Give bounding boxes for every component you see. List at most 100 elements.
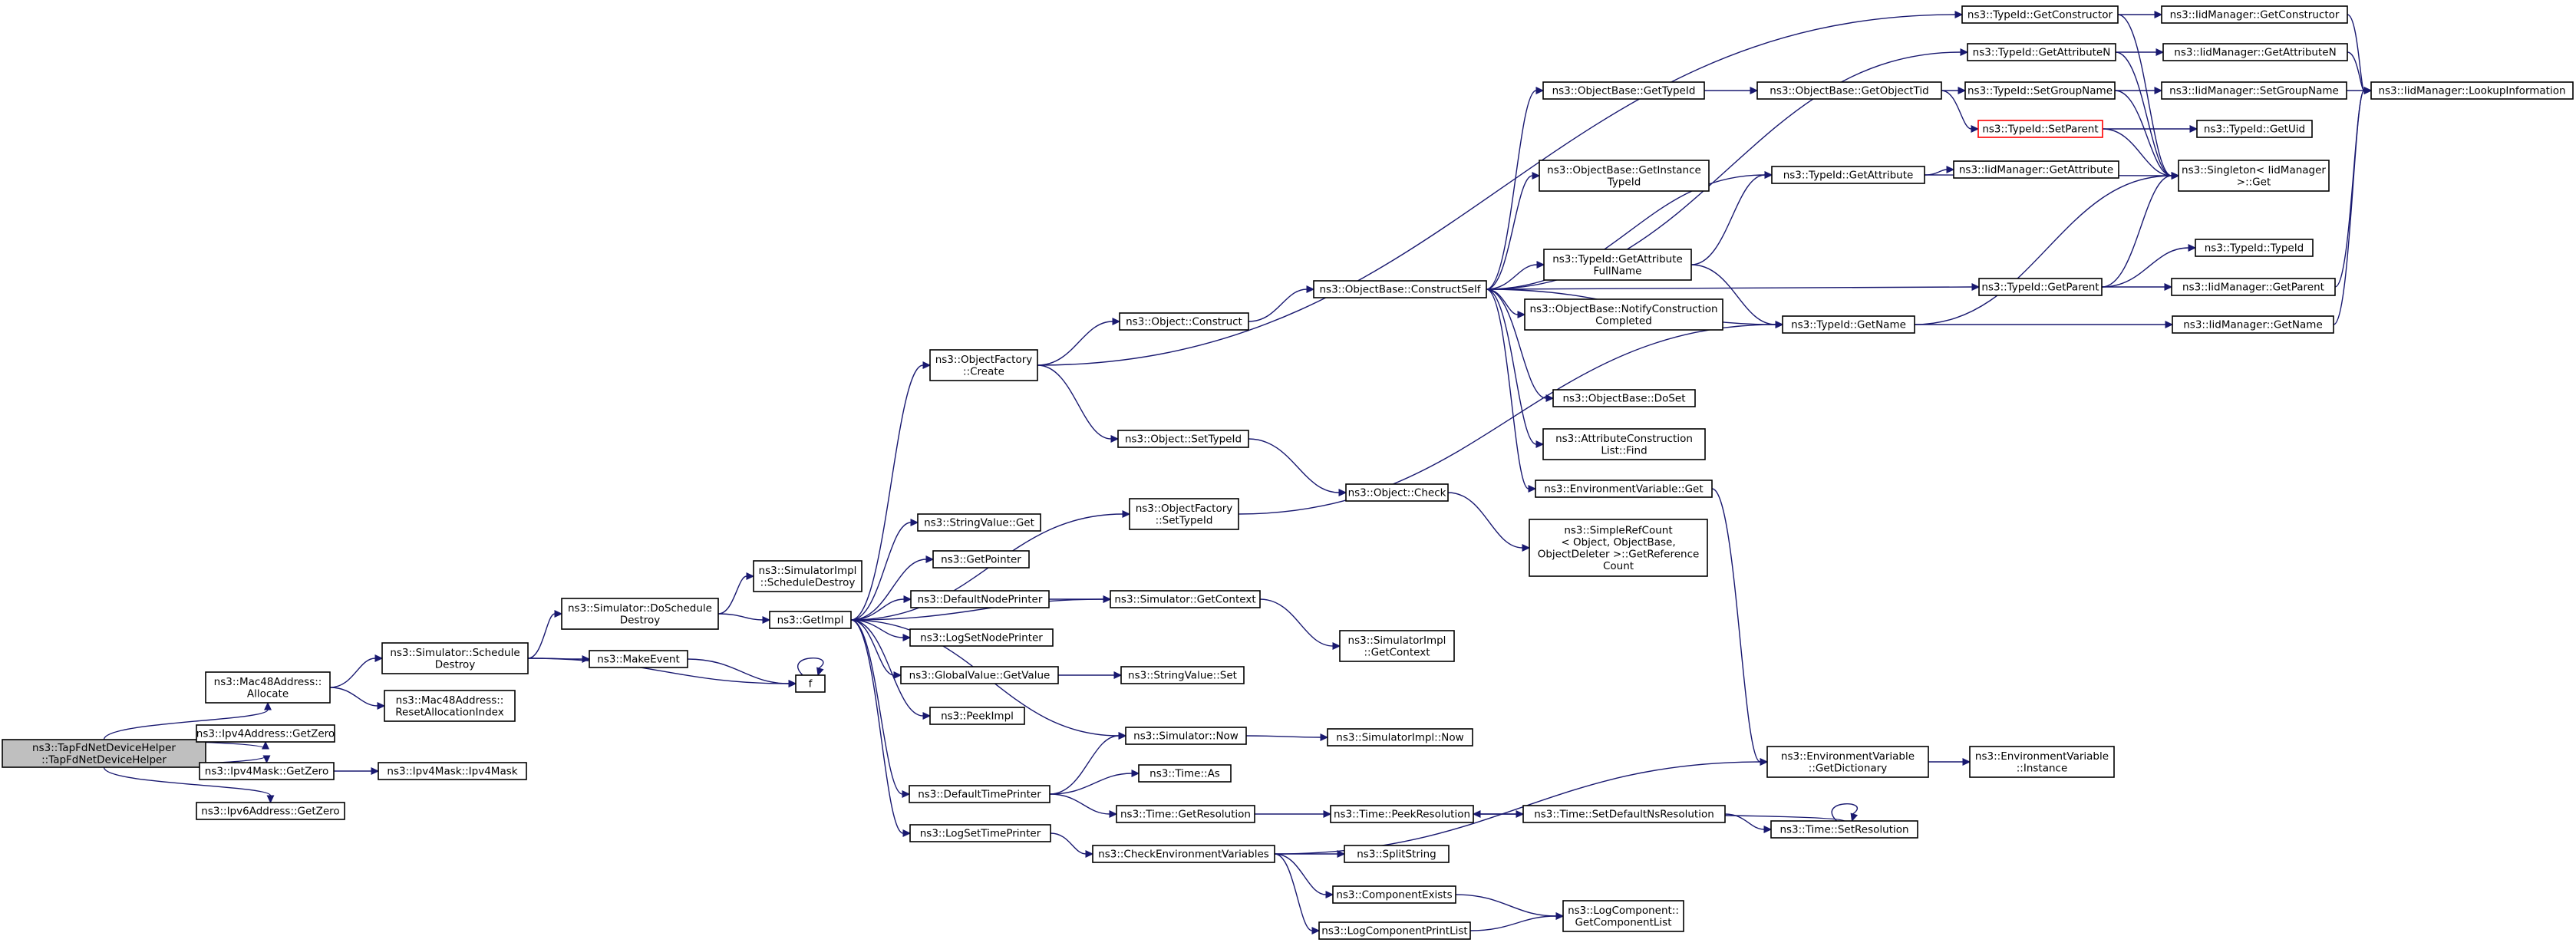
node-obase-construct-self[interactable]: ns3::ObjectBase::ConstructSelf — [1313, 280, 1487, 298]
node-typeid-get-uid[interactable]: ns3::TypeId::GetUid — [2196, 120, 2313, 138]
node-box — [1327, 728, 1473, 747]
node-iidm-get-attribute-n[interactable]: ns3::IidManager::GetAttributeN — [2162, 43, 2348, 61]
node-iidm-set-group-name[interactable]: ns3::IidManager::SetGroupName — [2161, 81, 2347, 100]
node-stringvalue-set[interactable]: ns3::StringValue::Set — [1120, 666, 1245, 684]
node-simimpl-schedule-destroy[interactable]: ns3::SimulatorImpl::ScheduleDestroy — [753, 560, 863, 592]
node-label: ns3::DefaultNodePrinter — [918, 594, 1043, 606]
node-sim-get-context[interactable]: ns3::Simulator::GetContext — [1110, 590, 1261, 608]
node-obase-get-typeid[interactable]: ns3::ObjectBase::GetTypeId — [1542, 81, 1705, 100]
node-box — [1129, 498, 1239, 530]
node-get-pointer[interactable]: ns3::GetPointer — [932, 550, 1030, 569]
arrowhead — [1760, 758, 1769, 766]
node-typeid-get-name[interactable]: ns3::TypeId::GetName — [1782, 315, 1915, 334]
node-mac-alloc[interactable]: ns3::Mac48Address::Allocate — [205, 671, 331, 704]
node-check-env-vars[interactable]: ns3::CheckEnvironmentVariables — [1092, 845, 1275, 863]
node-component-exists[interactable]: ns3::ComponentExists — [1332, 885, 1456, 904]
node-stringvalue-get[interactable]: ns3::StringValue::Get — [917, 513, 1041, 532]
node-box — [2161, 5, 2348, 24]
node-iidm-lookup[interactable]: ns3::IidManager::LookupInformation — [2370, 81, 2574, 100]
node-time-get-resolution[interactable]: ns3::Time::GetResolution — [1116, 805, 1255, 823]
edge-line — [1049, 773, 1133, 795]
node-peek-impl[interactable]: ns3::PeekImpl — [929, 707, 1025, 725]
node-log-set-time-printer[interactable]: ns3::LogSetTimePrinter — [909, 824, 1051, 842]
node-label: ns3::PeekImpl — [941, 710, 1014, 723]
node-time-set-default-ns[interactable]: ns3::Time::SetDefaultNsResolution — [1522, 805, 1726, 823]
node-obj-set-typeid[interactable]: ns3::Object::SetTypeId — [1117, 430, 1249, 448]
node-ipv4mask-zero[interactable]: ns3::Ipv4Mask::GetZero — [199, 762, 335, 780]
node-simimpl-now[interactable]: ns3::SimulatorImpl::Now — [1327, 728, 1473, 747]
node-label: ns3::SimulatorImpl — [1348, 635, 1446, 647]
edge-line — [2114, 90, 2172, 176]
node-typeid-get-attribute[interactable]: ns3::TypeId::GetAttribute — [1771, 166, 1925, 184]
arrowhead — [1338, 489, 1347, 496]
node-gv-get-value[interactable]: ns3::GlobalValue::GetValue — [900, 666, 1059, 684]
node-log-component-print-list[interactable]: ns3::LogComponentPrintList — [1318, 921, 1471, 940]
node-typeid-get-attribute-n[interactable]: ns3::TypeId::GetAttributeN — [1967, 43, 2116, 61]
node-label: ns3::SimpleRefCount — [1564, 524, 1672, 536]
arrowhead — [746, 572, 755, 580]
node-singleton-get[interactable]: ns3::Singleton< IidManager>::Get — [2178, 160, 2330, 192]
node-typeid-set-group-name[interactable]: ns3::TypeId::SetGroupName — [1964, 81, 2116, 100]
node-box — [1345, 483, 1449, 502]
node-box — [1539, 160, 1710, 192]
node-mac-reset[interactable]: ns3::Mac48Address::ResetAllocationIndex — [384, 690, 516, 722]
edge-line — [527, 613, 556, 659]
node-obj-construct[interactable]: ns3::Object::Construct — [1119, 312, 1249, 331]
node-f[interactable]: f — [795, 674, 826, 693]
arrowhead — [2154, 87, 2163, 94]
node-default-time-printer[interactable]: ns3::DefaultTimePrinter — [909, 785, 1051, 803]
node-label: ns3::StringValue::Get — [924, 517, 1034, 529]
node-sim-schedule-destroy[interactable]: ns3::Simulator::ScheduleDestroy — [381, 642, 529, 674]
node-obase-doset[interactable]: ns3::ObjectBase::DoSet — [1552, 389, 1696, 407]
node-time-peek-resolution[interactable]: ns3::Time::PeekResolution — [1330, 805, 1474, 823]
node-simimpl-get-context[interactable]: ns3::SimulatorImpl::GetContext — [1339, 630, 1455, 662]
edge-sim-do-schedule-destroy-to-simimpl-schedule-destroy — [717, 572, 755, 615]
node-time-as[interactable]: ns3::Time::As — [1138, 764, 1232, 783]
node-env-var-instance[interactable]: ns3::EnvironmentVariable::Instance — [1969, 746, 2115, 778]
node-iidm-get-parent[interactable]: ns3::IidManager::GetParent — [2171, 278, 2336, 296]
edge-sim-schedule-destroy-to-sim-do-schedule-destroy — [527, 610, 563, 659]
node-root[interactable]: ns3::TapFdNetDeviceHelper::TapFdNetDevic… — [2, 739, 206, 768]
node-iidm-get-name[interactable]: ns3::IidManager::GetName — [2172, 315, 2334, 334]
node-of-set-typeid[interactable]: ns3::ObjectFactory::SetTypeId — [1129, 498, 1239, 530]
node-ipv6addr-zero[interactable]: ns3::Ipv6Address::GetZero — [196, 802, 345, 820]
node-env-var-get[interactable]: ns3::EnvironmentVariable::Get — [1535, 480, 1713, 498]
node-split-string[interactable]: ns3::SplitString — [1344, 845, 1450, 863]
node-env-var-get-dictionary[interactable]: ns3::EnvironmentVariable::GetDictionary — [1766, 746, 1929, 778]
node-typeid-set-parent[interactable]: ns3::TypeId::SetParent — [1977, 120, 2103, 138]
node-make-event[interactable]: ns3::MakeEvent — [589, 650, 688, 668]
node-object-check[interactable]: ns3::Object::Check — [1345, 483, 1449, 502]
node-ipv4mask-ctor[interactable]: ns3::Ipv4Mask::Ipv4Mask — [378, 762, 527, 780]
node-typeid-get-parent[interactable]: ns3::TypeId::GetParent — [1978, 278, 2103, 296]
node-time-set-resolution[interactable]: ns3::Time::SetResolution — [1770, 820, 1918, 839]
node-box — [1552, 389, 1696, 407]
node-log-set-node-printer[interactable]: ns3::LogSetNodePrinter — [909, 628, 1054, 647]
node-ipv4addr-zero[interactable]: ns3::Ipv4Address::GetZero — [196, 724, 335, 743]
node-simple-ref-count[interactable]: ns3::SimpleRefCount< Object, ObjectBase,… — [1529, 519, 1708, 577]
node-default-node-printer[interactable]: ns3::DefaultNodePrinter — [910, 590, 1050, 608]
arrowhead — [2188, 244, 2197, 252]
node-log-component-get-list[interactable]: ns3::LogComponent::GetComponentList — [1562, 900, 1684, 932]
node-label: ns3::Simulator::Schedule — [390, 647, 519, 659]
node-get-impl[interactable]: ns3::GetImpl — [769, 611, 852, 629]
edge-line — [1245, 735, 1321, 738]
node-of-create[interactable]: ns3::ObjectFactory::Create — [929, 349, 1038, 381]
edge-check-env-vars-to-split-string — [1275, 850, 1346, 858]
node-label: ::Instance — [2017, 762, 2068, 774]
node-typeid-get-constructor[interactable]: ns3::TypeId::GetConstructor — [1961, 5, 2119, 24]
edge-obase-construct-self-to-attr-construction-find — [1486, 288, 1545, 448]
edge-line — [850, 522, 912, 621]
edge-obase-construct-self-to-obase-get-instance-typeid — [1486, 172, 1541, 290]
node-iidm-get-constructor[interactable]: ns3::IidManager::GetConstructor — [2161, 5, 2348, 24]
edge-line — [1486, 288, 1537, 445]
node-typeid-typeid[interactable]: ns3::TypeId::TypeId — [2195, 239, 2314, 257]
edge-line — [2334, 90, 2365, 288]
node-sim-now[interactable]: ns3::Simulator::Now — [1125, 727, 1247, 745]
node-iidm-get-attribute[interactable]: ns3::IidManager::GetAttribute — [1953, 160, 2119, 179]
node-obase-notify-construction[interactable]: ns3::ObjectBase::NotifyConstructionCompl… — [1524, 298, 1723, 331]
node-obase-get-object-tid[interactable]: ns3::ObjectBase::GetObjectTid — [1756, 81, 1942, 100]
